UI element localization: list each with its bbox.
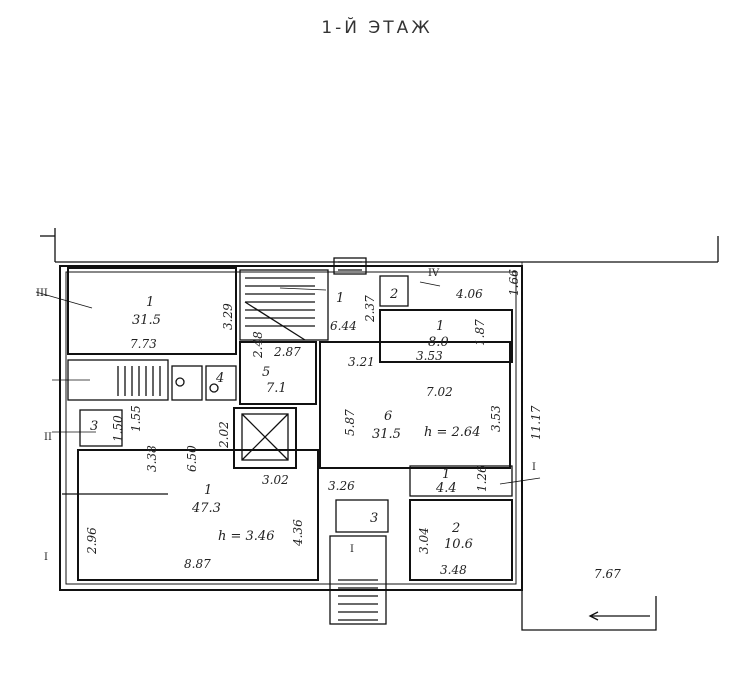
section-label-i-right: I [532,462,536,473]
section-label-iii: III [36,288,48,299]
room-6-num: 6 [384,409,392,424]
room-6-area: 31.5 [372,427,401,442]
dimension-label: 3.02 [262,473,289,487]
dimension-label: 6.50 [185,445,199,472]
dimension-label: 6.44 [330,319,357,333]
dimension-label: 3.21 [348,355,375,369]
room-1-stair-num: 1 [336,291,344,306]
section-label-iv: IV [428,268,440,279]
dimension-label: 3.48 [440,563,467,577]
room-1-big-area: 47.3 [191,501,221,516]
dimension-label: 3.04 [417,527,431,554]
room-1-right-area: 8.0 [428,335,449,350]
dimension-label: 3.26 [328,479,355,493]
room-2-small-num: 2 [389,287,398,302]
section-label-i: I [44,552,48,563]
dimension-label: 2.37 [363,295,377,323]
dimension-label: 4.06 [455,287,483,301]
dimension-label: 1.87 [473,319,487,346]
room-1-big-height: h = 3.46 [218,529,274,544]
dimension-label: 8.87 [184,557,211,571]
dimension-label: 2.87 [273,345,301,359]
room-2-br-area: 10.6 [444,537,473,552]
room-1-small-area: 4.4 [435,481,457,496]
floor-title: 1-Й ЭТАЖ [321,18,433,38]
section-label-ii: II [44,432,52,443]
room-1-top-num: 1 [146,295,154,310]
dimension-label: 7.02 [426,385,453,399]
room-1-big-num: 1 [204,483,212,498]
dimension-label: 1.50 [111,415,125,442]
room-3-left-num: 3 [90,419,98,434]
dimension-label: 4.36 [291,519,305,547]
room-5-area: 7.1 [266,381,287,396]
room-6-height: h = 2.64 [424,425,480,440]
dimension-label: 7.73 [130,337,157,351]
dimension-label: 3.29 [221,303,235,330]
dimension-label: 1.26 [475,465,489,492]
dimension-label: 1.55 [129,405,143,432]
room-3-center-num: 3 [370,511,378,526]
dimension-label: 2.96 [85,527,99,555]
room-1-small-num: 1 [442,467,450,482]
room-4-num: 4 [215,371,224,386]
dimension-label: 3.53 [489,405,503,432]
dimension-label: 3.38 [145,445,159,472]
dimension-label: 5.87 [343,409,357,436]
dimension-label: 11.17 [529,405,543,440]
room-2-br-num: 2 [451,521,460,536]
dimension-label: 3.53 [416,349,443,363]
dimension-label: 7.67 [594,567,621,581]
section-label-i-center: I [350,544,354,555]
room-5-num: 5 [262,365,270,380]
dimension-label: 2.02 [217,421,231,449]
dimension-label: 1.66 [507,269,521,296]
room-1-right-num: 1 [436,319,444,334]
dimension-label: 2.48 [251,331,265,359]
room-1-top-area: 31.5 [132,313,161,328]
